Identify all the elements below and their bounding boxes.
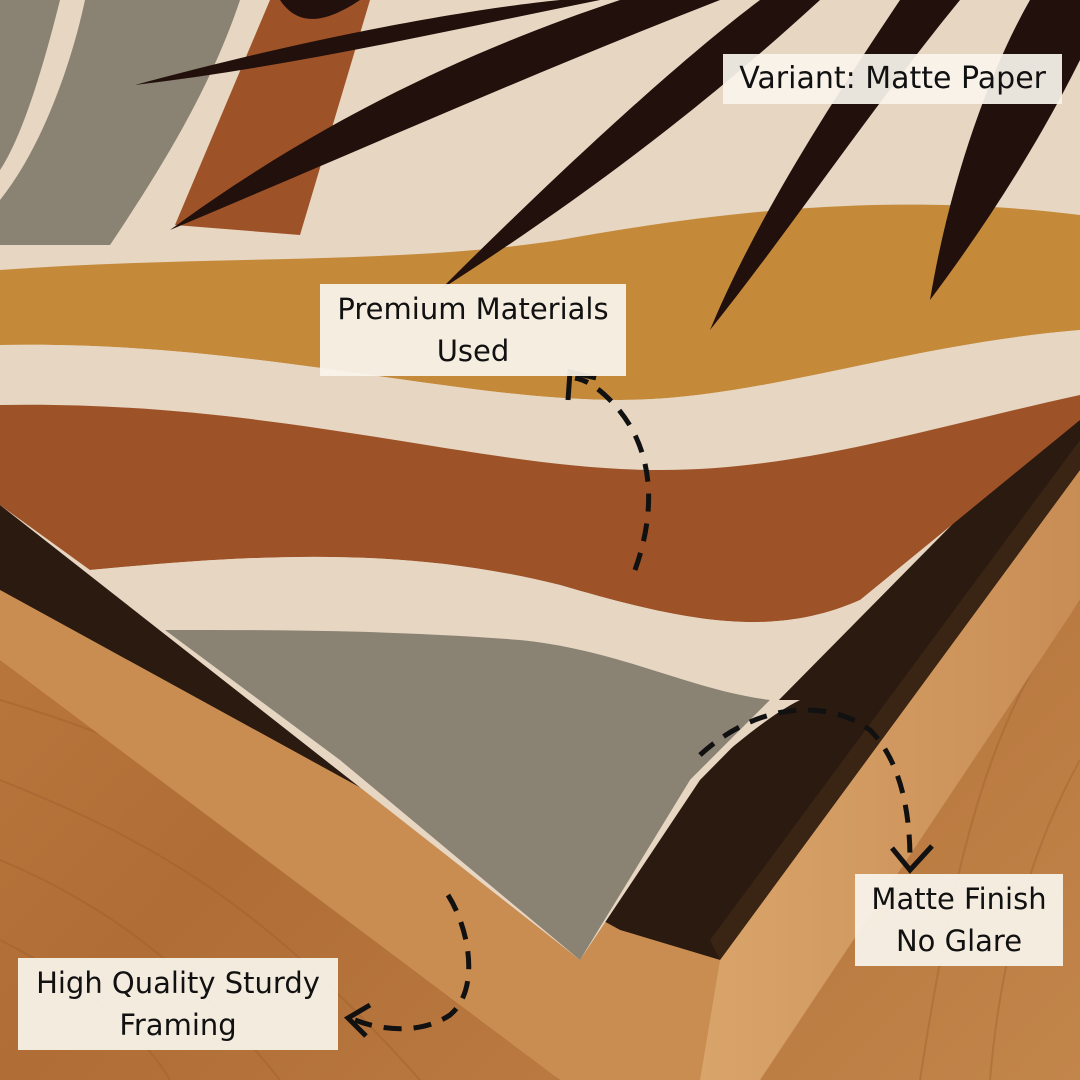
framing-line-1: High Quality Sturdy xyxy=(36,966,320,1000)
frame-depth xyxy=(710,440,1080,960)
frame-top-edge xyxy=(700,470,1080,1080)
frame-side xyxy=(0,590,720,1080)
variant-text: Variant: Matte Paper xyxy=(739,61,1046,96)
arrow-matte xyxy=(698,707,913,861)
art-print xyxy=(0,0,1080,960)
framing-line-2: Framing xyxy=(119,1008,237,1042)
matte-line-1: Matte Finish xyxy=(871,882,1047,916)
matte-finish-label: Matte Finish No Glare xyxy=(855,874,1063,966)
arrow-matte-head xyxy=(890,844,934,874)
premium-line-1: Premium Materials xyxy=(337,292,609,326)
matte-line-2: No Glare xyxy=(895,924,1023,958)
arrow-framing-head xyxy=(343,1002,372,1038)
framing-label: High Quality Sturdy Framing xyxy=(18,958,338,1050)
variant-label: Variant: Matte Paper xyxy=(723,54,1062,104)
arrow-framing xyxy=(354,893,472,1032)
premium-materials-label: Premium Materials Used xyxy=(320,284,626,376)
arrow-premium xyxy=(574,375,652,571)
premium-line-2: Used xyxy=(436,334,510,368)
